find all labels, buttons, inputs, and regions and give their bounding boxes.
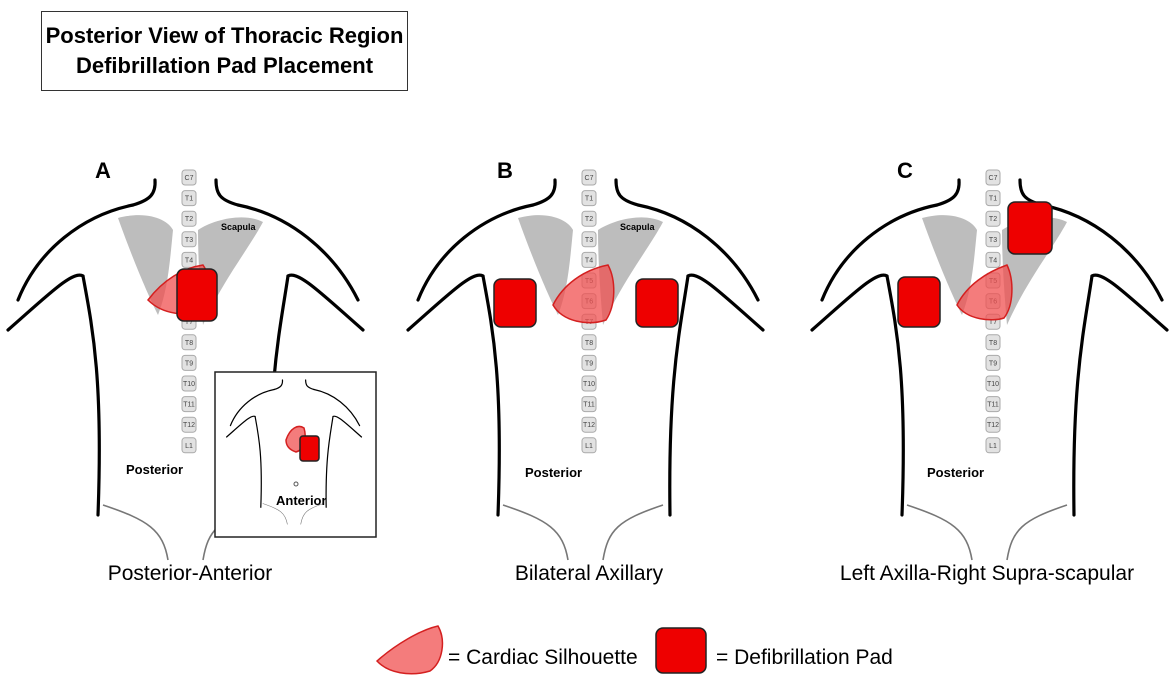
inset-label: Anterior (276, 493, 327, 508)
view-label-b: Posterior (525, 465, 582, 480)
scapula-label-b: Scapula (620, 222, 656, 232)
vertebra-label: T3 (185, 237, 193, 244)
vertebra-label: C7 (989, 175, 998, 182)
vertebra-label: L1 (989, 443, 997, 450)
legend-cardiac-label: = Cardiac Silhouette (448, 646, 638, 669)
legend-pad-icon (656, 628, 706, 673)
vertebra-label: T3 (989, 237, 997, 244)
vertebra-label: T10 (583, 381, 595, 388)
legend-pad-label: = Defibrillation Pad (716, 646, 893, 669)
view-label-c: Posterior (927, 465, 984, 480)
vertebra-label: T11 (183, 402, 195, 409)
defibrillation-pad-axilla (898, 277, 940, 327)
anterior-inset: Anterior (215, 372, 376, 537)
vertebra-label: L1 (585, 443, 593, 450)
view-label-a: Posterior (126, 462, 183, 477)
vertebra-label: T3 (585, 237, 593, 244)
vertebra-label: T9 (585, 360, 593, 367)
panel-letter-a: A (95, 158, 111, 183)
vertebra-label: L1 (185, 443, 193, 450)
vertebra-label: T1 (989, 196, 997, 203)
vertebra-label: T10 (183, 381, 195, 388)
panel-letter-c: C (897, 158, 913, 183)
defibrillation-pad (177, 269, 217, 321)
vertebra-label: T2 (989, 216, 997, 223)
vertebra-label: T12 (987, 422, 999, 429)
vertebra-label: T4 (989, 257, 997, 264)
caption-c: Left Axilla-Right Supra-scapular (840, 562, 1134, 585)
defibrillation-pad-suprascapular (1008, 202, 1052, 254)
vertebra-label: T8 (989, 340, 997, 347)
vertebra-label: T1 (185, 196, 193, 203)
defibrillation-pad-left (494, 279, 536, 327)
inset-defibrillation-pad (300, 436, 319, 461)
vertebra-label: T4 (585, 257, 593, 264)
caption-b: Bilateral Axillary (515, 562, 664, 585)
panel-letter-b: B (497, 158, 513, 183)
caption-a: Posterior-Anterior (108, 562, 273, 585)
vertebra-label: T2 (185, 216, 193, 223)
legend: = Cardiac Silhouette = Defibrillation Pa… (377, 626, 893, 674)
vertebra-label: T12 (183, 422, 195, 429)
vertebra-label: C7 (585, 175, 594, 182)
inset-frame (215, 372, 376, 537)
legend-cardiac-icon (377, 626, 442, 674)
vertebra-label: T11 (987, 402, 999, 409)
panel-c: C7T1T2T3T4T5T6T7T8T9T10T11T12L1 (812, 170, 1167, 560)
defibrillation-pad-right (636, 279, 678, 327)
panel-b: C7T1T2T3T4T5T6T7T8T9T10T11T12L1 (408, 170, 763, 560)
vertebra-label: T9 (989, 360, 997, 367)
vertebra-label: T8 (185, 340, 193, 347)
vertebra-label: T2 (585, 216, 593, 223)
vertebra-label: T9 (185, 360, 193, 367)
vertebra-label: T12 (583, 422, 595, 429)
vertebra-label: T10 (987, 381, 999, 388)
scapula-label-a: Scapula (221, 222, 257, 232)
vertebra-label: C7 (185, 175, 194, 182)
vertebra-label: T11 (583, 402, 595, 409)
vertebra-label: T8 (585, 340, 593, 347)
vertebra-label: T1 (585, 196, 593, 203)
vertebra-label: T4 (185, 257, 193, 264)
